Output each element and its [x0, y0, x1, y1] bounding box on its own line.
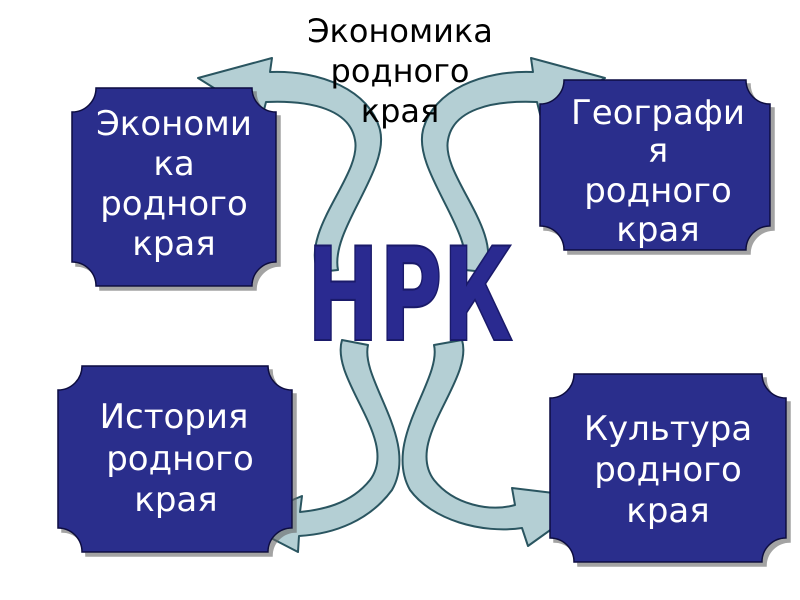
box-top-left-line-2: ка — [153, 144, 194, 184]
box-bottom-right-line-1: Культура — [584, 409, 752, 449]
box-bottom-left-shape — [57, 365, 293, 553]
box-top-right-shape — [539, 79, 771, 251]
box-top-left-line-4: края — [132, 224, 215, 264]
center-wordart: НРК — [306, 219, 514, 371]
box-top-right: Географи я родного края — [539, 79, 771, 251]
arrows — [197, 57, 606, 553]
box-top-right-line-4: края — [616, 210, 699, 250]
box-bottom-left-line-3: края — [134, 480, 217, 520]
box-bottom-right: Культура родного края — [549, 373, 787, 563]
box-bottom-left: История родного края — [57, 365, 293, 553]
box-bottom-left-line-1: История — [100, 397, 249, 437]
box-top-left-line-3: родного — [100, 184, 248, 224]
box-bottom-right-line-3: края — [626, 491, 709, 531]
box-top-left-shape — [71, 87, 277, 287]
box-top-right-line-3: родного — [584, 171, 732, 211]
top-caption-line-3: края — [361, 92, 440, 130]
top-caption: Экономика родного края — [307, 12, 493, 130]
arrow-to-top-right — [420, 57, 606, 273]
arrow-to-top-left — [197, 57, 383, 273]
arrow-to-bottom-left — [239, 339, 401, 553]
box-bottom-right-line-2: родного — [594, 450, 742, 490]
arrow-to-bottom-right — [401, 339, 596, 547]
box-top-left-line-1: Экономи — [96, 104, 252, 144]
center-label: НРК — [307, 220, 513, 371]
top-caption-line-2: родного — [331, 52, 470, 90]
box-top-right-line-1: Географи — [571, 93, 745, 133]
top-caption-line-1: Экономика — [307, 12, 493, 50]
box-bottom-left-line-2: родного — [106, 439, 254, 479]
box-bottom-right-shape — [549, 373, 787, 563]
box-top-right-line-2: я — [648, 131, 668, 171]
box-top-left: Экономи ка родного края — [71, 87, 277, 287]
